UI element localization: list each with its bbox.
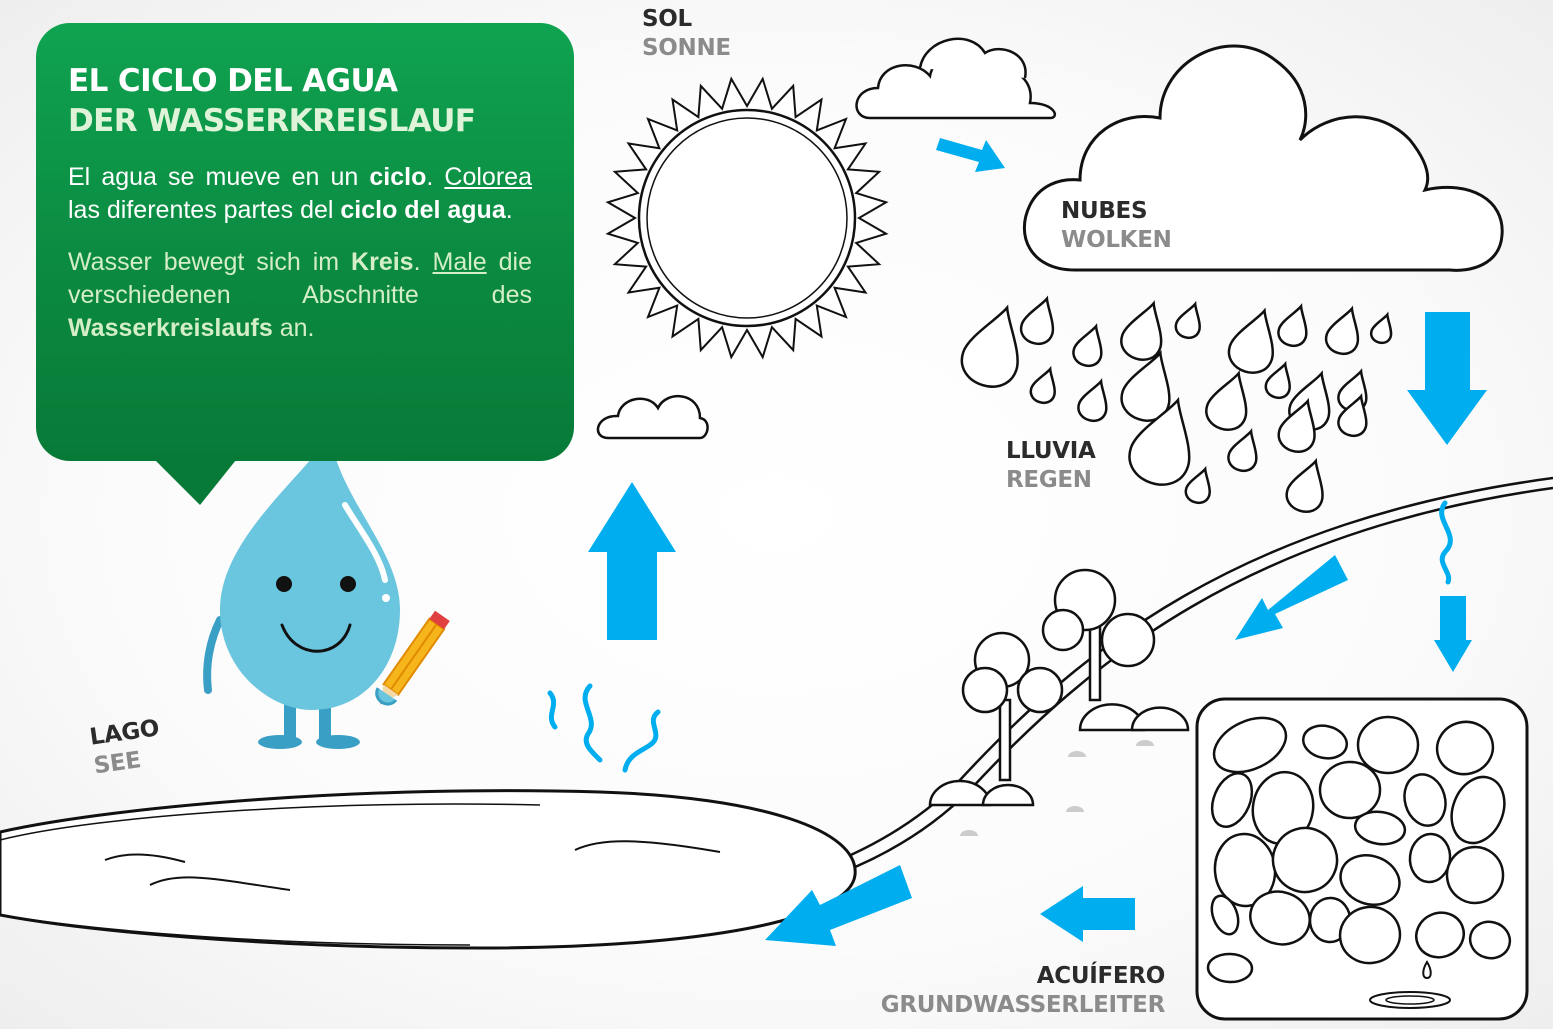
intro-bubble: EL CICLO DEL AGUA DER WASSERKREISLAUF El… — [36, 23, 574, 461]
label-rain: LLUVIA REGEN — [1006, 438, 1096, 493]
rock-icon — [1435, 720, 1495, 776]
bubble-tail — [150, 455, 240, 505]
tree-icon — [998, 698, 1012, 782]
rock-icon — [1271, 826, 1339, 894]
raindrop-icon — [1029, 365, 1056, 405]
raindrop-icon — [1174, 300, 1201, 340]
ground-dots — [960, 740, 1154, 836]
raindrop-icon — [1120, 349, 1171, 422]
pencil-icon — [380, 610, 450, 705]
rock-icon — [1415, 911, 1465, 959]
raindrop-icon — [1277, 397, 1316, 454]
title-de: DER WASSERKREISLAUF — [68, 103, 476, 139]
rock-icon — [1210, 772, 1254, 828]
rock-icon — [1445, 845, 1505, 905]
page-title: EL CICLO DEL AGUA DER WASSERKREISLAUF — [68, 61, 532, 141]
tree-icon — [961, 666, 1009, 714]
rock-icon — [1353, 810, 1407, 846]
steam-icon — [1439, 500, 1453, 585]
intro-text-es: El agua se mueve en un ciclo. Colorea la… — [68, 163, 532, 224]
raindrop-icon — [1128, 396, 1191, 486]
tree-icon — [1016, 666, 1064, 714]
raindrop-icon — [1337, 393, 1368, 438]
rock-icon — [1318, 760, 1382, 820]
raindrop-icon — [1077, 378, 1108, 423]
cloud-icon — [596, 394, 709, 440]
rock-icon — [1206, 715, 1512, 984]
rock-icon — [1210, 894, 1240, 936]
raindrop-icon — [1072, 323, 1103, 368]
lake — [0, 789, 857, 950]
steam-icon — [547, 683, 661, 773]
rock-icon — [1468, 920, 1512, 960]
cloud-icon — [1022, 44, 1504, 272]
raindrop-icon — [1324, 305, 1360, 356]
bush-icon — [981, 783, 1035, 807]
raindrop-icon — [1227, 428, 1258, 473]
label-lake: LAGO SEE — [88, 715, 161, 780]
label-sun: SOL SONNE — [642, 6, 731, 61]
raindrop-icon — [1277, 303, 1308, 348]
tree-icon — [1100, 612, 1156, 668]
rock-icon — [1356, 715, 1420, 775]
intro-text-de: Wasser bewegt sich im Kreis. Male die ve… — [68, 248, 532, 342]
raindrop-icon — [1369, 311, 1393, 345]
rock-icon — [1338, 905, 1402, 965]
raindrop-icon — [1227, 307, 1274, 374]
label-clouds: NUBES WOLKEN — [1061, 198, 1172, 253]
rock-icon — [1403, 773, 1447, 827]
raindrop-icon — [1205, 370, 1248, 431]
raindrop-icon — [1184, 465, 1211, 505]
raindrop-icon — [1019, 295, 1055, 346]
cloud-icon — [855, 37, 1056, 120]
arrow-icon — [588, 138, 1487, 946]
label-aquifer: ACUÍFERO GRUNDWASSERLEITER — [880, 963, 1166, 1018]
sun-icon — [605, 76, 889, 360]
rock-icon — [1339, 854, 1401, 906]
bush-icon — [1130, 706, 1190, 732]
rock-icon — [1249, 890, 1311, 946]
trees — [928, 568, 1190, 807]
raindrops — [960, 295, 1393, 514]
bush-icon — [928, 779, 992, 807]
raindrop-icon — [1285, 457, 1324, 514]
tree-icon — [1041, 608, 1085, 652]
rock-icon — [1301, 724, 1349, 760]
raindrop-icon — [960, 304, 1019, 388]
rock-icon — [1212, 716, 1288, 774]
title-es: EL CICLO DEL AGUA — [68, 63, 398, 99]
mascot-drop-icon — [203, 435, 400, 749]
aquifer-box — [1195, 697, 1529, 1021]
rock-icon — [1450, 775, 1506, 845]
raindrop-icon — [1264, 360, 1291, 400]
raindrop-icon — [1120, 300, 1163, 361]
rock-icon — [1206, 952, 1254, 984]
